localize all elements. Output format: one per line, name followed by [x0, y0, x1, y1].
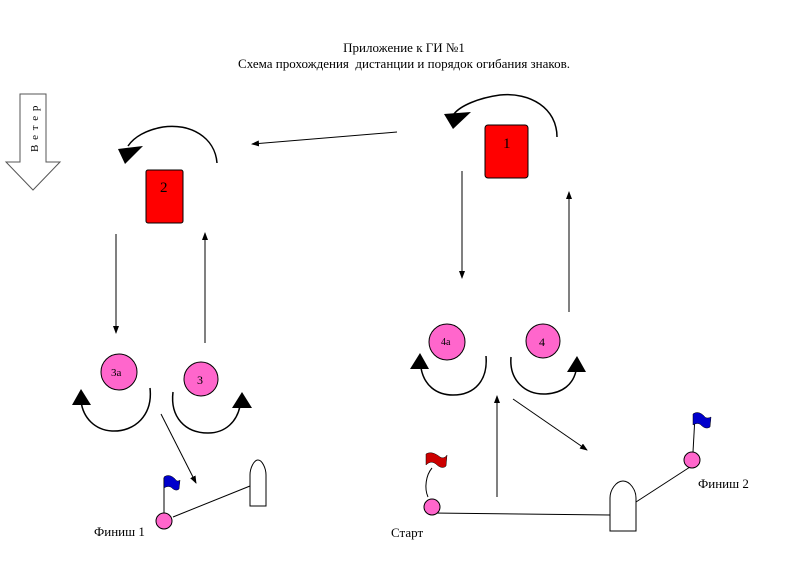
mark-3a-label: 3а: [111, 367, 122, 379]
rounding-arc-mark-4a: [410, 353, 487, 396]
finish-2-flag-icon: [692, 412, 712, 429]
finish-1-line: [172, 459, 267, 518]
rounding-arc-mark-2: [118, 125, 218, 164]
mark-4a: 4а: [428, 323, 466, 361]
wind-arrow-icon: В е т е р: [4, 93, 62, 191]
finish-2-buoy: [683, 412, 712, 469]
mark-3: 3: [183, 361, 219, 397]
finish-2-label: Финиш 2: [698, 476, 749, 491]
start-buoy: [423, 452, 448, 516]
mark-2: 2: [145, 169, 184, 224]
leg-1-to-2: [251, 131, 398, 147]
mark-1-label: 1: [503, 136, 511, 152]
finish-1-label: Финиш 1: [94, 524, 145, 539]
rounding-arc-mark-3: [171, 391, 252, 434]
course-legs: [113, 131, 588, 497]
page-title: Приложение к ГИ №1: [343, 40, 465, 55]
rounding-arc-mark-4: [510, 356, 586, 395]
mark-4: 4: [525, 323, 561, 359]
rounding-arc-mark-1: [444, 93, 558, 138]
mark-2-label: 2: [160, 180, 168, 196]
mark-3-label: 3: [197, 373, 203, 387]
start-flag-icon: [425, 452, 448, 468]
leg-start-to-finish2: [512, 398, 588, 451]
mark-3a: 3а: [100, 353, 138, 391]
start-label: Старт: [391, 525, 423, 540]
wind-label: В е т е р: [29, 105, 41, 152]
mark-4a-label: 4а: [441, 337, 451, 348]
diagram-header: Приложение к ГИ №1 Схема прохождения дис…: [0, 40, 808, 72]
start-line: [431, 466, 691, 532]
mark-1: 1: [484, 124, 529, 179]
finish-1-flag-icon: [163, 475, 181, 491]
committee-boat-icon: [609, 480, 637, 532]
leg-3a-to-finish1: [160, 413, 197, 484]
rounding-arc-mark-3a: [72, 387, 151, 432]
mark-4-label: 4: [539, 335, 545, 349]
page-subtitle: Схема прохождения дистанции и порядок ог…: [238, 56, 570, 71]
finish-1-buoy: [155, 475, 181, 530]
